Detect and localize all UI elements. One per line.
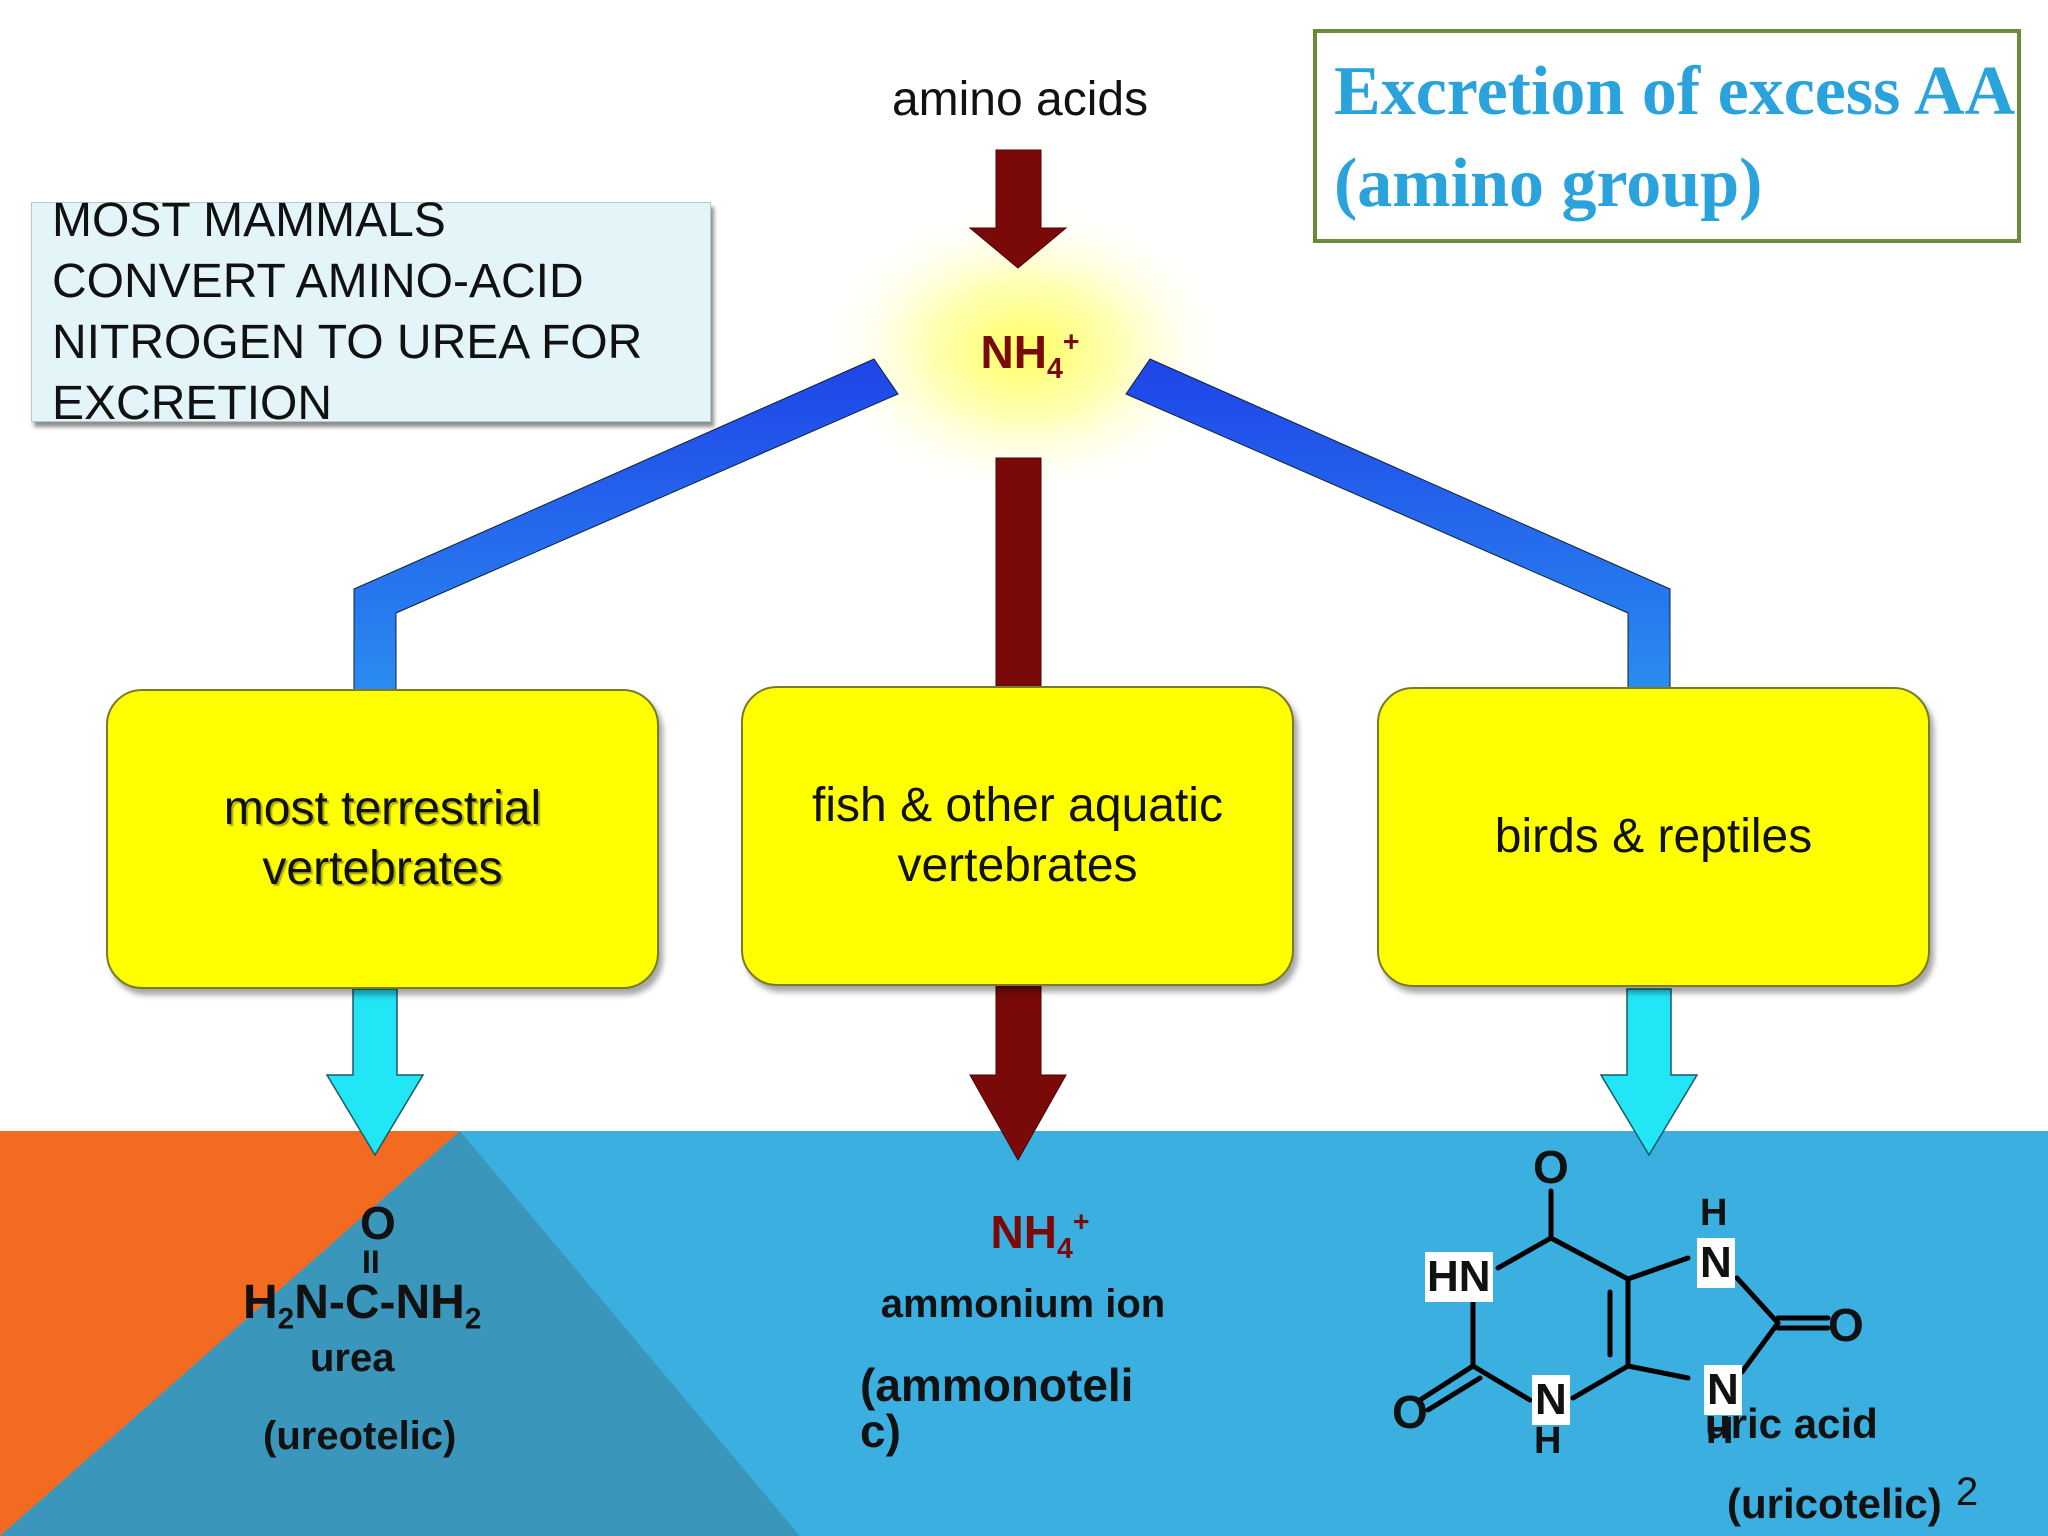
uric-acid-structure — [1417, 1188, 1831, 1413]
page-number: 2 — [1956, 1470, 1979, 1514]
uric-n-right: N — [1704, 1365, 1742, 1415]
uric-o-left: O — [1392, 1386, 1428, 1438]
note-line-3: NITROGEN TO UREA FOR — [52, 316, 643, 369]
uric-h-top: H — [1700, 1192, 1728, 1234]
ammonium-type-line-1: (ammonoteli — [860, 1359, 1134, 1411]
uric-n-top: N — [1697, 1238, 1735, 1288]
intermediate-nh4: NH4+ — [930, 325, 1130, 386]
ammonium-type-line-2: c) — [860, 1405, 901, 1457]
group-aquatic-line-2: vertebrates — [897, 839, 1138, 892]
uric-acid-name: uric acid — [1705, 1400, 1878, 1447]
ammonium-name: ammonium ion — [880, 1282, 1166, 1326]
ammonium-formula: NH4+ — [930, 1205, 1150, 1266]
arrow-amino-to-nh4 — [968, 149, 1068, 269]
nh4-base: NH — [980, 326, 1047, 378]
ammonium-base: NH — [990, 1206, 1057, 1258]
urea-formula: H2N-C-NH2 — [243, 1275, 481, 1337]
urea-type: (ureotelic) — [263, 1414, 457, 1458]
uric-n-bottom: N — [1532, 1375, 1570, 1425]
urea-sub-1: 2 — [277, 1302, 295, 1336]
urea-name: urea — [310, 1336, 395, 1380]
uric-h-right: H — [1706, 1410, 1734, 1452]
arrow-left-down — [325, 988, 425, 1157]
note-line-4: EXCRETION — [52, 377, 333, 430]
bottom-dark-triangle — [0, 1131, 800, 1536]
group-terrestrial-line-1: most terrestrial — [223, 782, 542, 835]
urea-h: H — [243, 1276, 278, 1329]
urea-sub-2: 2 — [464, 1302, 482, 1336]
urea-double-bond: II — [362, 1244, 380, 1280]
group-birds-line-1: birds & reptiles — [1494, 810, 1813, 863]
ammonium-sup: + — [1072, 1206, 1090, 1239]
title-frame — [1313, 29, 2021, 243]
note-line-2: CONVERT AMINO-ACID — [52, 255, 584, 308]
ammonium-sub: 4 — [1056, 1233, 1073, 1266]
uric-o-top: O — [1533, 1141, 1569, 1193]
uric-o-right: O — [1828, 1299, 1864, 1351]
group-terrestrial: most terrestrial vertebrates — [106, 689, 659, 989]
nh4-glow — [815, 200, 1235, 500]
group-aquatic-line-1: fish & other aquatic — [812, 779, 1223, 832]
nh4-sup: + — [1062, 326, 1080, 359]
connector-center — [995, 457, 1042, 689]
nh4-sub: 4 — [1046, 353, 1063, 386]
note-line-1: MOST MAMMALS — [52, 194, 446, 247]
group-aquatic: fish & other aquatic vertebrates — [741, 686, 1294, 986]
urea-mid: N-C-NH — [294, 1276, 465, 1329]
connector-right — [1125, 358, 1671, 691]
group-terrestrial-line-2: vertebrates — [262, 842, 503, 895]
arrow-center-down — [969, 985, 1067, 1162]
uric-acid-type: (uricotelic) — [1727, 1480, 1942, 1527]
urea-oxygen: O — [360, 1197, 396, 1249]
source-label: amino acids — [891, 73, 1149, 126]
arrow-right-down — [1599, 988, 1699, 1157]
uric-hn: HN — [1425, 1252, 1493, 1302]
note-box — [31, 202, 711, 422]
note-text: MOST MAMMALS CONVERT AMINO-ACID NITROGEN… — [52, 190, 722, 434]
uric-h-bottom: H — [1534, 1420, 1562, 1462]
slide-title: Excretion of excess AA (amino group) — [1334, 53, 2012, 222]
group-birds-reptiles: birds & reptiles — [1377, 687, 1930, 987]
ammonium-type: (ammonoteli c) — [860, 1362, 1200, 1454]
